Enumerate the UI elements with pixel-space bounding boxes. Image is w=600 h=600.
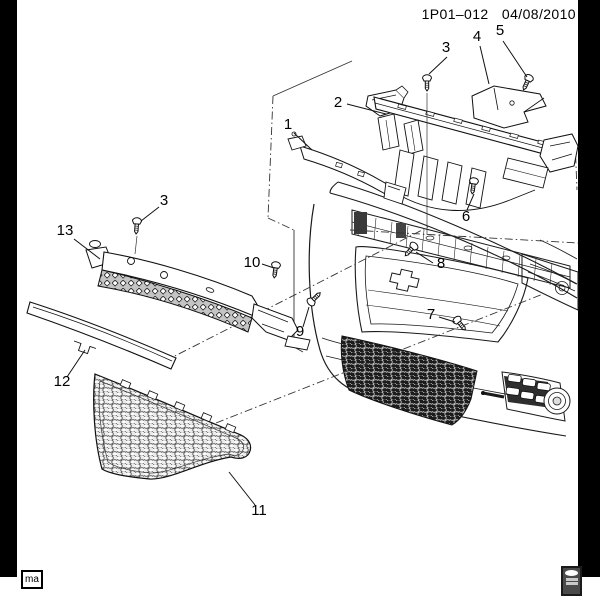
bolt-5 <box>518 72 535 93</box>
grille-surround-molding <box>26 301 177 370</box>
callout-11-label: 11 <box>251 502 267 519</box>
callout-7-label: 7 <box>427 306 435 323</box>
upper-grille-bar-assembly <box>85 240 311 351</box>
callout-9-label: 9 <box>296 323 304 340</box>
callout-1-label: 1 <box>284 116 292 133</box>
bolt-3-top <box>422 74 432 92</box>
callout-12-label: 12 <box>54 373 71 390</box>
fasteners <box>131 72 535 334</box>
energy-absorber <box>377 113 549 211</box>
revision-tag-label: ma <box>25 574 39 585</box>
air-deflector-part1 <box>287 131 407 205</box>
drawing-code: 1P01–012 <box>421 6 489 22</box>
callout-6-label: 6 <box>462 208 470 225</box>
drawing-date: 04/08/2010 <box>501 6 576 22</box>
callout-5-label: 5 <box>496 22 504 39</box>
fog-lamp <box>481 371 571 422</box>
drawing-header: 1P01–012 04/08/2010 <box>413 6 576 22</box>
bolt-3-left <box>131 216 143 235</box>
vehicle-front-outline <box>308 181 579 437</box>
stamp-text-line <box>565 578 578 581</box>
grille-opening-on-car <box>354 246 529 343</box>
callout-10-label: 10 <box>244 254 261 271</box>
bumper-impact-bar-assembly <box>287 85 579 211</box>
stamp-oval <box>565 570 578 576</box>
clip-9 <box>305 289 324 308</box>
lower-grille-clip-tabs <box>119 379 237 434</box>
upper-grille-right-bracket <box>251 303 311 351</box>
impact-bar-right-end-cap <box>539 133 579 173</box>
callout-3-left-label: 3 <box>160 192 168 209</box>
chevrolet-bowtie-emblem <box>389 268 420 292</box>
headlight <box>521 253 579 311</box>
lower-grille-on-car <box>340 335 478 426</box>
lower-grille-insert <box>93 373 252 480</box>
callout-leader-lines <box>66 40 528 506</box>
callout-13-label: 13 <box>57 222 74 239</box>
revision-tag: ma <box>21 570 43 589</box>
left-black-border <box>0 0 17 577</box>
callout-3-top-label: 3 <box>442 39 450 56</box>
stamp-text-line <box>565 582 578 585</box>
upper-grille-mesh <box>97 269 253 333</box>
radiator-support-on-car <box>351 209 571 289</box>
callout-labels: 1 2 3 3 4 5 6 7 8 9 10 11 12 13 <box>54 22 505 519</box>
bolt-8 <box>401 240 420 260</box>
callout-2-label: 2 <box>334 94 342 111</box>
right-black-border <box>578 0 600 577</box>
support-bracket-part4 <box>471 85 547 129</box>
bolt-10 <box>269 260 282 279</box>
gm-oval-stamp-icon <box>561 566 582 596</box>
callout-4-label: 4 <box>473 28 481 45</box>
callout-8-label: 8 <box>437 255 445 272</box>
